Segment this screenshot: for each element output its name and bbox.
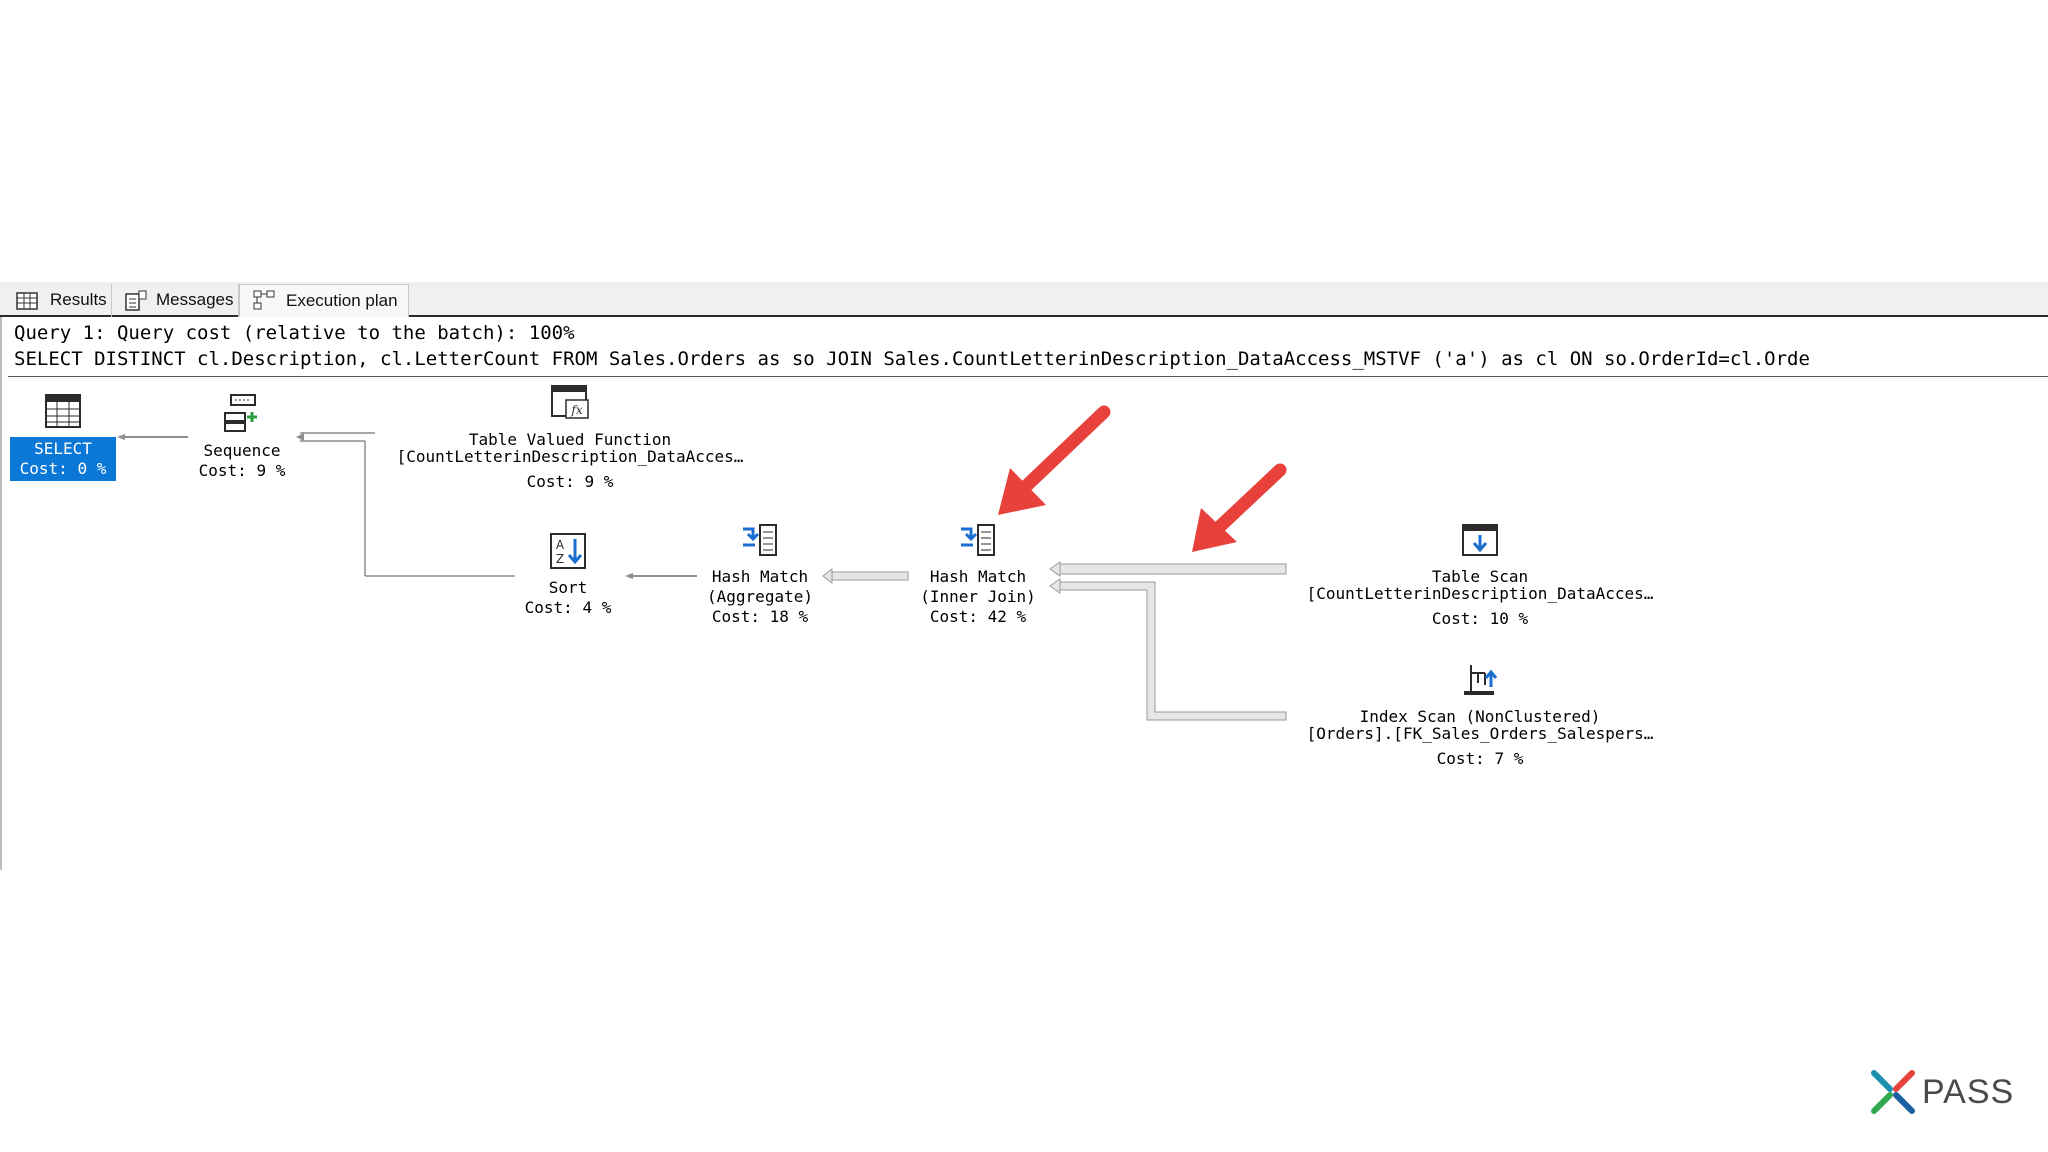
index-scan-label-1: Index Scan (NonClustered): [1359, 707, 1601, 726]
sort-cost: Cost: 4 %: [524, 598, 612, 617]
plan-node-select[interactable]: SELECT Cost: 0 %: [10, 393, 116, 481]
sequence-name: Sequence: [203, 441, 281, 460]
execution-plan-icon: [252, 289, 276, 321]
select-selected-label: SELECT Cost: 0 %: [10, 437, 116, 481]
table-scan-icon: [1290, 523, 1670, 564]
red-arrow-thick-input: [1206, 463, 1287, 540]
plan-node-sequence[interactable]: Sequence Cost: 9 %: [180, 393, 304, 481]
grid-icon: [16, 290, 38, 321]
table-valued-function-icon: fx: [380, 384, 760, 427]
messages-icon: [124, 290, 148, 322]
hash-join-label-2: (Inner Join): [920, 587, 1036, 606]
plan-node-hash-match-inner-join[interactable]: Hash Match (Inner Join) Cost: 42 %: [906, 523, 1050, 627]
tvf-cost: Cost: 9 %: [526, 472, 614, 491]
svg-text:A: A: [556, 538, 565, 552]
plan-node-hash-match-aggregate[interactable]: Hash Match (Aggregate) Cost: 18 %: [690, 523, 830, 627]
index-scan-icon: [1290, 661, 1670, 704]
annotation-arrows: [998, 405, 1287, 552]
results-tab-bar: Results Messages Execution plan: [0, 282, 2048, 317]
connector-tablescan-hashjoin: [1057, 563, 1287, 575]
query-cost-header: Query 1: Query cost (relative to the bat…: [14, 322, 575, 344]
select-results-icon: [10, 393, 116, 434]
hash-join-label-1: Hash Match: [929, 567, 1027, 586]
connector-hashjoin-hashagg: [829, 571, 909, 581]
hash-agg-label-2: (Aggregate): [707, 587, 813, 606]
table-scan-label-2: [CountLetterinDescription_DataAcces…: [1306, 584, 1654, 603]
tab-execution-plan[interactable]: Execution plan: [239, 284, 409, 317]
hash-agg-cost: Cost: 18 %: [711, 607, 809, 626]
select-name: SELECT: [34, 439, 92, 458]
hash-join-cost: Cost: 42 %: [929, 607, 1027, 626]
tab-messages[interactable]: Messages: [112, 284, 239, 317]
query-separator: [8, 376, 2048, 377]
sequence-cost: Cost: 9 %: [198, 461, 286, 480]
plan-node-index-scan[interactable]: Index Scan (NonClustered) [Orders].[FK_S…: [1290, 661, 1670, 769]
sort-name: Sort: [548, 578, 588, 597]
tvf-label-2: [CountLetterinDescription_DataAcces…: [396, 447, 744, 466]
hash-agg-label-1: Hash Match: [711, 567, 809, 586]
pass-logo-text: PASS: [1922, 1073, 2015, 1111]
sequence-icon: [180, 393, 304, 438]
tab-execution-plan-label: Execution plan: [286, 291, 398, 310]
index-scan-cost: Cost: 7 %: [1436, 749, 1524, 768]
hash-match-icon: [690, 523, 830, 564]
red-arrow-hash-join: [1015, 405, 1111, 497]
query-sql-text: SELECT DISTINCT cl.Description, cl.Lette…: [14, 348, 1810, 370]
hash-match-icon: [906, 523, 1050, 564]
connector-indexscan-hashjoin: [1057, 581, 1287, 721]
tvf-label-1: Table Valued Function: [468, 430, 672, 449]
plan-node-table-scan[interactable]: Table Scan [CountLetterinDescription_Dat…: [1290, 523, 1670, 629]
red-arrow-head-thick-input: [1192, 508, 1237, 552]
svg-text:Z: Z: [556, 552, 564, 566]
table-scan-cost: Cost: 10 %: [1431, 609, 1529, 628]
table-scan-label-1: Table Scan: [1431, 567, 1529, 586]
plan-node-table-valued-function[interactable]: fx Table Valued Function [CountLetterinD…: [380, 384, 760, 492]
index-scan-label-2: [Orders].[FK_Sales_Orders_Salespers…: [1306, 724, 1654, 743]
left-border: [0, 317, 2, 870]
svg-text:fx: fx: [570, 403, 582, 417]
tab-messages-label: Messages: [156, 290, 234, 309]
tab-results-label: Results: [50, 290, 107, 309]
pass-logo-icon: [1866, 1065, 1920, 1123]
select-cost: Cost: 0 %: [19, 459, 107, 478]
red-arrow-head-hash-join: [998, 468, 1046, 515]
tab-results[interactable]: Results: [2, 284, 112, 317]
